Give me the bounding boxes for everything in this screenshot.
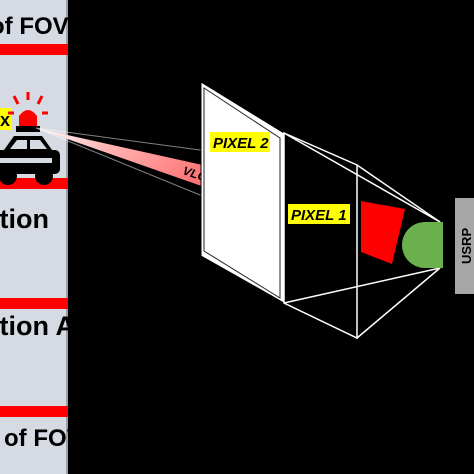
panel-edge xyxy=(66,0,68,474)
receiver-icon xyxy=(402,222,443,268)
pixel2-screen-inner xyxy=(203,87,281,299)
pixel2-highlight xyxy=(210,132,270,152)
red-bar-4 xyxy=(0,406,68,417)
panel-text-4: ition A xyxy=(0,311,75,341)
red-bar-1 xyxy=(0,44,68,55)
panel-text-5: of FOV xyxy=(4,425,83,452)
pixel1-highlight xyxy=(288,204,350,224)
siren-light-icon xyxy=(8,92,48,132)
projection-frustum xyxy=(283,131,441,340)
panel-text-1: of FOV xyxy=(0,13,69,40)
police-car-icon xyxy=(0,136,60,185)
panel-text-3: ition xyxy=(0,204,49,234)
usrp-box xyxy=(455,198,474,294)
red-bar-2 xyxy=(0,178,68,189)
pixel2-screen xyxy=(200,81,285,304)
red-bar-3 xyxy=(0,298,68,309)
usrp-label: USRP xyxy=(459,228,474,264)
lens-icon xyxy=(361,201,405,264)
pixel2-label: PIXEL 2 xyxy=(213,135,269,152)
left-panel xyxy=(0,0,66,474)
panel-text-2: x xyxy=(0,110,10,130)
pixel1-label: PIXEL 1 xyxy=(291,207,347,224)
